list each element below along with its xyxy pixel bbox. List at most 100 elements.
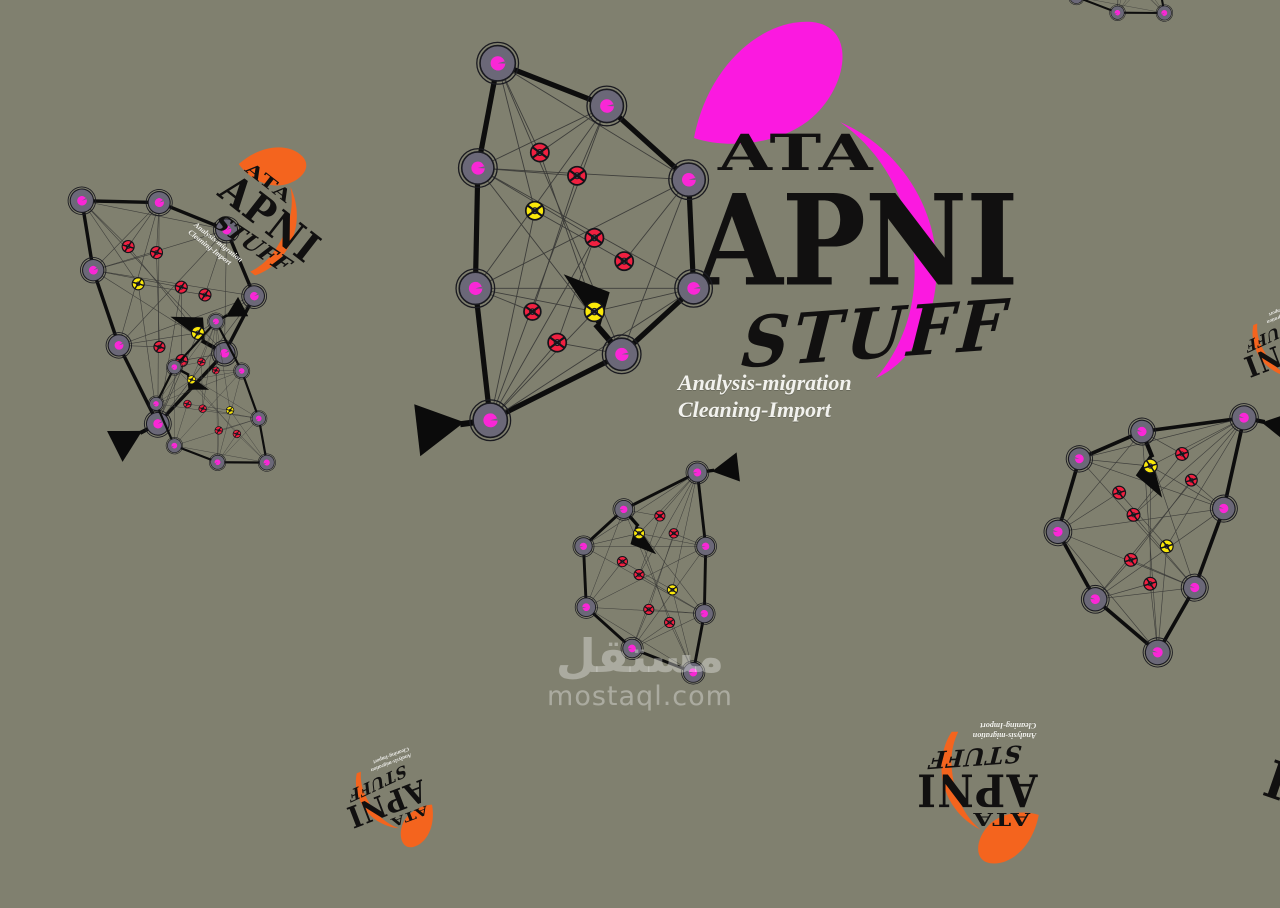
graph-node-small: [211, 366, 220, 375]
graph-node-large: [1066, 0, 1087, 7]
graph-node-large: [682, 661, 705, 684]
node-graph: [562, 454, 730, 700]
graph-node-large: [675, 270, 713, 308]
graph-node-small: [1174, 446, 1190, 462]
graph-node-large: [477, 42, 519, 84]
graph-edge-thick: [174, 433, 217, 474]
graph-node-small: [198, 404, 208, 414]
graph-node-small: [655, 511, 665, 521]
tagline-line-1: Analysis-migration: [973, 731, 1037, 741]
graph-node-large: [456, 269, 495, 308]
graph-node-small: [1123, 552, 1139, 568]
brand-word-apni: APNI: [916, 767, 1038, 811]
graph-node-large: [602, 335, 641, 374]
graph-node-small: [1142, 576, 1158, 592]
brand-lockup-bottom-center: ATA APNI STUFF Analysis-migration Cleani…: [916, 732, 1040, 868]
graph-node-large: [669, 160, 709, 200]
graph-edge-thin: [1133, 546, 1191, 652]
graph-edge-thin: [1095, 479, 1224, 630]
node-layer: [573, 461, 717, 684]
graph-node-large: [248, 408, 269, 429]
thin-edge-layer: [475, 63, 693, 420]
graph-node-small: [634, 528, 645, 539]
brand-lockup-bottom-left: ATA APNI STUFF Analysis-migration Cleani…: [334, 752, 446, 868]
graph-edge-thin: [639, 473, 697, 534]
brand-word-ata: ATA: [972, 810, 1030, 828]
graph-instance-main-center: [432, 14, 732, 454]
graph-node-small: [568, 167, 586, 185]
graph-node-small: [1159, 538, 1175, 554]
graph-node-small: [1111, 485, 1127, 501]
graph-edge-thin: [187, 391, 230, 424]
graph-node-small: [214, 425, 224, 435]
graph-node-small: [197, 287, 212, 302]
graph-node-large: [613, 499, 635, 521]
graph-node-large: [621, 637, 643, 659]
graph-edge-thin: [632, 546, 706, 648]
graph-node-small: [634, 570, 644, 580]
graph-edge-thin: [490, 312, 594, 421]
graph-node-small: [531, 143, 549, 161]
graph-node-small: [183, 399, 193, 409]
graph-edge-thin: [136, 321, 236, 403]
arrow-head: [1132, 451, 1175, 497]
graph-node-large: [1040, 514, 1075, 549]
graph-edge-thin: [1108, 493, 1179, 547]
graph-edge-thick: [490, 354, 621, 420]
graph-edge-thick: [1195, 508, 1224, 588]
graph-node-large: [1207, 491, 1241, 525]
graph-node-large: [1063, 442, 1096, 475]
arrow-layer: [624, 452, 740, 554]
graph-edge-thick: [92, 270, 121, 345]
graph-edge-thin: [622, 562, 672, 590]
tagline-line-2: Cleaning-Import: [973, 721, 1037, 731]
graph-node-small: [665, 617, 675, 627]
graph-node-small: [197, 357, 207, 367]
graph-instance-bottom-center: [562, 454, 730, 700]
brand-word-stuff: STUFF: [740, 289, 1012, 377]
brand-lockup-bottom-right: ATA APNI STUFF Analysis-migration Cleani…: [1236, 712, 1280, 908]
brand-tagline: Analysis-migration Cleaning-Import: [973, 721, 1037, 741]
graph-node-large: [575, 596, 597, 618]
node-layer: [456, 42, 712, 440]
graph-edge-thin: [158, 371, 258, 446]
graph-edge-thick: [1142, 388, 1244, 462]
graph-node-small: [174, 279, 189, 294]
graph-edge-thin: [1079, 372, 1244, 506]
arrow-head: [712, 452, 740, 481]
graph-edge-thin: [475, 106, 606, 288]
graph-edge-thick: [1079, 415, 1142, 475]
graph-edge-thick: [704, 546, 705, 613]
graph-node-large: [1178, 570, 1212, 604]
brand-lockup-main: ATA APNI STUFF: [690, 10, 1050, 410]
graph-node-large: [459, 149, 498, 188]
graph-edge-thin: [1095, 558, 1195, 628]
orange-swoosh-decoration: [1236, 712, 1280, 908]
graph-node-small: [644, 604, 654, 614]
graph-edge-thick: [624, 473, 698, 510]
graph-node-small: [1184, 473, 1199, 488]
graph-node-small: [617, 556, 627, 566]
graph-edge-thin: [498, 63, 689, 179]
graph-node-small: [669, 529, 678, 538]
graph-node-large: [573, 536, 594, 557]
node-graph: [432, 14, 732, 454]
arrow-layer: [414, 274, 621, 456]
graph-node-large: [587, 86, 627, 126]
graph-edge-thick: [241, 371, 260, 419]
graph-edge-thick: [475, 168, 477, 288]
graph-node-small: [526, 202, 544, 220]
graph-node-small: [585, 302, 605, 322]
graph-node-large: [686, 461, 709, 484]
graph-node-small: [548, 334, 566, 352]
arrow-head: [414, 404, 464, 456]
graph-node-small: [149, 245, 164, 260]
graph-edge-thin: [586, 607, 693, 672]
graph-node-small: [585, 229, 603, 247]
graph-node-large: [470, 400, 511, 441]
graph-node-large: [146, 394, 166, 414]
graph-node-large: [694, 603, 716, 625]
graph-node-small: [615, 252, 633, 270]
graph-node-large: [695, 536, 717, 558]
thin-edge-layer: [584, 473, 706, 673]
